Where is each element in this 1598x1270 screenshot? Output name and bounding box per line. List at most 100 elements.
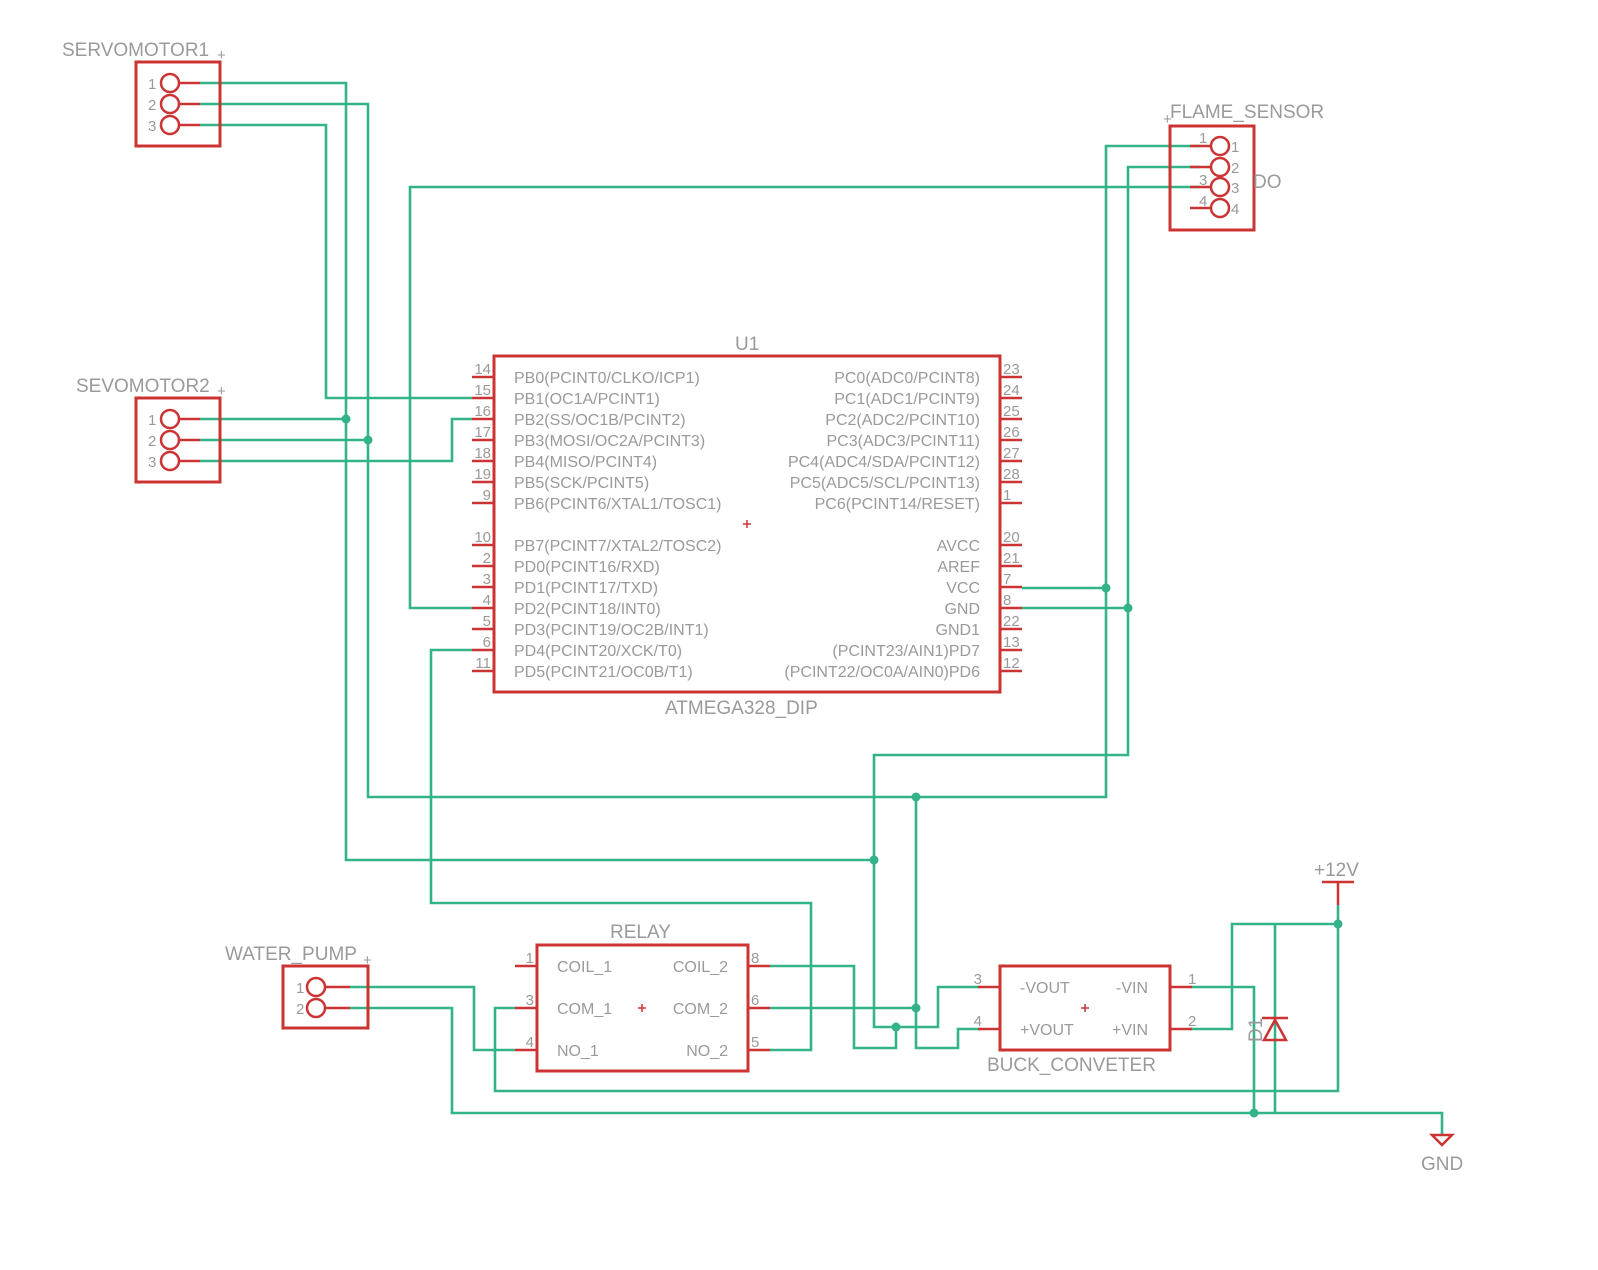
pin-name: COM_1 [557, 1001, 612, 1018]
pin-number: 28 [1003, 466, 1020, 483]
pin-name: COIL_2 [673, 959, 728, 976]
buck-converter-body [998, 964, 1172, 1052]
diode-triangle [1261, 1017, 1289, 1042]
ground-label: GND [1421, 1154, 1463, 1175]
wire-servo2-pin3-to-pb2 [200, 417, 472, 463]
pin-name: PC4(ADC4/SDA/PCINT12) [788, 454, 980, 471]
part-label: BUCK_CONVETER [987, 1055, 1156, 1076]
junction-dot [1123, 603, 1133, 613]
wire-com1-to-12v [493, 924, 1340, 1093]
pin-name: PB5(SCK/PCINT5) [514, 475, 649, 492]
pin-number: 4 [483, 592, 491, 609]
origin-mark: + [363, 952, 372, 969]
pin-name: PC0(ADC0/PCINT8) [834, 370, 980, 387]
pin-number: 5 [751, 1034, 759, 1051]
servomotor2-connector: 1 2 3 SEVOMOTOR2 + [76, 376, 226, 484]
diode: D1 [1246, 1016, 1289, 1042]
pin-number: 1 [148, 76, 156, 93]
pin-name: PB2(SS/OC1B/PCINT2) [514, 412, 686, 429]
wire-pd4-to-relay [429, 648, 813, 1052]
wire-flame-gnd [770, 165, 1200, 1050]
pin-name: PB4(MISO/PCINT4) [514, 454, 657, 471]
pin-socket [1209, 176, 1231, 198]
part-label: SERVOMOTOR1 [62, 40, 209, 61]
pin-number: 1 [1188, 971, 1196, 988]
wire-servo1-pin3-to-pb1 [200, 123, 472, 400]
pin-number: 27 [1003, 445, 1020, 462]
pin-number: 2 [483, 550, 491, 567]
pin-name: PB6(PCINT6/XTAL1/TOSC1) [514, 496, 721, 513]
pin-number: 11 [475, 655, 491, 672]
pin-number: 1 [296, 980, 304, 997]
pin-number: 3 [148, 454, 156, 471]
pin-name: 2 [1231, 160, 1239, 177]
pin-number: 1 [148, 412, 156, 429]
pin-number: 22 [1003, 613, 1020, 630]
pin-name: NO_2 [686, 1043, 728, 1060]
pin-socket [305, 997, 327, 1019]
pin-number: 26 [1003, 424, 1020, 441]
pin-name: PC3(ADC3/PCINT11) [826, 433, 980, 450]
part-label: D1 [1246, 1018, 1267, 1042]
pin-number: 12 [1003, 655, 1020, 672]
part-label: RELAY [610, 922, 671, 943]
part-label: WATER_PUMP [225, 944, 357, 965]
pin-name: PC2(ADC2/PCINT10) [825, 412, 980, 429]
water-pump-body [281, 964, 370, 1030]
pin-name: (PCINT23/AIN1)PD7 [832, 643, 980, 660]
pin-number: 2 [148, 433, 156, 450]
pin-socket [159, 93, 181, 115]
junctions [341, 414, 1343, 1118]
pin-socket [1209, 135, 1231, 157]
origin-mark: + [217, 47, 226, 64]
pin-name: PD1(PCINT17/TXD) [514, 580, 658, 597]
pin-number: 4 [526, 1034, 534, 1051]
pin-number: 1 [1003, 487, 1011, 504]
wire-vout-minus [896, 985, 980, 1029]
pin-name: PD0(PCINT16/RXD) [514, 559, 660, 576]
servomotor2-body [134, 396, 222, 484]
pin-socket [1209, 156, 1231, 178]
pin-name: +VOUT [1020, 1022, 1074, 1039]
water-pump-connector: 1 2 WATER_PUMP + [225, 944, 372, 1030]
pin-number: 3 [1199, 172, 1207, 189]
part-ref: U1 [735, 334, 759, 355]
origin-mark: + [217, 383, 226, 400]
pin-number: 1 [526, 950, 534, 967]
pin-name: VCC [946, 580, 980, 597]
pin-number: 14 [474, 361, 491, 378]
pin-number: 3 [526, 992, 534, 1009]
pin-name: AREF [937, 559, 980, 576]
pin-name: (PCINT22/OC0A/AIN0)PD6 [784, 664, 980, 681]
pin-number: 5 [483, 613, 491, 630]
pin-number: 6 [751, 992, 759, 1009]
pin-name: PB1(OC1A/PCINT1) [514, 391, 660, 408]
pin-name: COM_2 [673, 1001, 728, 1018]
pin-number: 4 [974, 1013, 982, 1030]
wires [200, 81, 1444, 1135]
mcu-left-pins: 14PB0(PCINT0/CLKO/ICP1)15PB1(OC1A/PCINT1… [472, 361, 721, 681]
pin-socket [159, 429, 181, 451]
junction-dot [869, 855, 879, 865]
pin-number: 2 [148, 97, 156, 114]
net-label: DO [1253, 172, 1282, 193]
pin-number: 3 [483, 571, 491, 588]
pin-number: 24 [1003, 382, 1020, 399]
pin-socket [305, 976, 327, 998]
atmega328-chip: U1 ATMEGA328_DIP 14PB0(PCINT0/CLKO/ICP1)… [472, 334, 1022, 719]
atmega328-body [492, 354, 1002, 694]
wire-vout-plus [914, 797, 980, 1050]
pin-number: 9 [483, 487, 491, 504]
pin-name: PD4(PCINT20/XCK/T0) [514, 643, 682, 660]
pin-name: +VIN [1112, 1022, 1148, 1039]
pin-number: 7 [1003, 571, 1011, 588]
pin-number: 4 [1199, 193, 1207, 210]
pin-name: PB0(PCINT0/CLKO/ICP1) [514, 370, 700, 387]
pin-number: 6 [483, 634, 491, 651]
pin-socket [1209, 197, 1231, 219]
pin-number: 3 [148, 118, 156, 135]
